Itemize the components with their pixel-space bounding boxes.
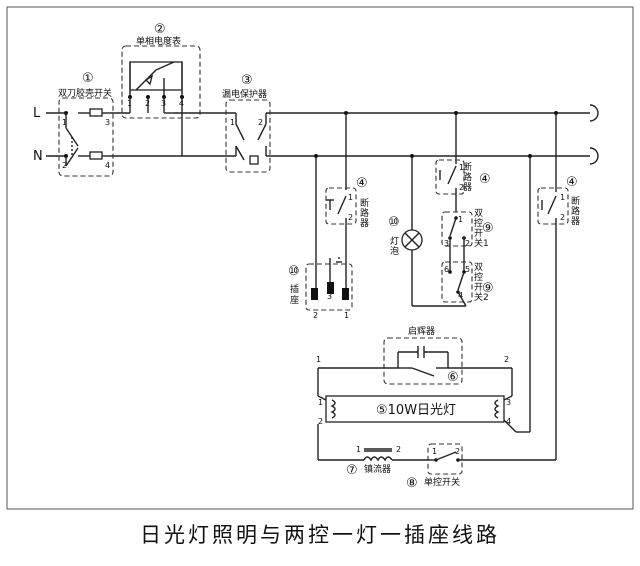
tube-pin-4: 4 bbox=[506, 417, 511, 426]
breaker-lamp-pin-2: 2 bbox=[459, 183, 464, 192]
knife-switch-pin-2: 2 bbox=[62, 161, 67, 170]
starter-pin-1: 1 bbox=[316, 355, 321, 364]
single-switch-pin-2: 2 bbox=[455, 447, 460, 456]
tube-pin-1: 1 bbox=[318, 398, 323, 407]
switch1-label-1: 双 bbox=[474, 208, 483, 219]
socket-pin-3: 3 bbox=[327, 292, 332, 301]
single-switch-label: 单控开关 bbox=[424, 476, 460, 488]
single-switch: 1 2 ⑧ 单控开关 bbox=[406, 443, 556, 491]
breaker-lamp-label-3: 器 bbox=[463, 182, 472, 193]
breaker-socket-label-2: 路 bbox=[360, 207, 369, 219]
starter-number: ⑥ bbox=[447, 370, 459, 385]
knife-switch-pin-3: 3 bbox=[105, 118, 110, 127]
meter-number: ② bbox=[154, 22, 166, 37]
single-switch-number: ⑧ bbox=[406, 476, 418, 491]
neutral-line-label: N bbox=[33, 149, 43, 164]
socket-label-1: 插 bbox=[290, 283, 299, 295]
switch2-label-1: 双 bbox=[474, 262, 483, 273]
socket: ⑩ 插 座 3 2 1 bbox=[288, 257, 353, 320]
protector-number: ③ bbox=[241, 73, 253, 88]
tube-pin-2: 2 bbox=[318, 417, 323, 426]
ballast-pin-2: 2 bbox=[396, 445, 401, 454]
breaker-lamp-number: ④ bbox=[479, 172, 491, 187]
knife-switch-pin-4: 4 bbox=[105, 161, 110, 170]
protector-pin-1: 1 bbox=[230, 118, 235, 127]
socket-label-2: 座 bbox=[290, 294, 299, 306]
fluorescent-name: 10W日光灯 bbox=[388, 403, 456, 418]
knife-switch-label: 双刀胶壳开关 bbox=[58, 87, 112, 99]
lamp-number: ⑩ bbox=[388, 215, 400, 230]
switch2-pin-5: 5 bbox=[465, 265, 470, 274]
single-switch-pin-1: 1 bbox=[432, 447, 437, 456]
switch1-pin-3: 3 bbox=[444, 239, 449, 248]
switch1-label-4: 关1 bbox=[474, 237, 489, 249]
protector-label: 漏电保护器 bbox=[222, 88, 267, 100]
electricity-meter: ② 单相电度表 1 2 3 4 bbox=[121, 22, 201, 156]
switch2-label-4: 关2 bbox=[474, 291, 489, 303]
diagram-title: 日光灯照明与两控一灯一插座线路 bbox=[140, 523, 500, 547]
socket-pin-2: 2 bbox=[313, 311, 318, 320]
live-line-label: L bbox=[33, 106, 41, 121]
switch2-label-3: 开 bbox=[474, 282, 483, 293]
switch2-pin-6: 6 bbox=[444, 265, 449, 274]
switch1-label-3: 开 bbox=[474, 228, 483, 239]
ballast-number: ⑦ bbox=[346, 463, 358, 478]
breaker-fluorescent-label-1: 断 bbox=[571, 195, 580, 207]
lamp-circuit: ④ 断 路 器 1 2 ⑩ 灯 泡 ⑨ 双 控 开 关1 1 3 2 ⑨ bbox=[388, 111, 494, 307]
breaker-socket-pin-1: 1 bbox=[348, 193, 353, 202]
switch2-number: ⑨ bbox=[482, 281, 494, 296]
ballast-pin-1: 1 bbox=[356, 445, 361, 454]
breaker-socket-label-3: 器 bbox=[360, 218, 369, 229]
socket-number: ⑩ bbox=[288, 264, 300, 279]
breaker-fluorescent-number: ④ bbox=[566, 175, 578, 190]
breaker-socket-pin-2: 2 bbox=[348, 213, 353, 222]
switch1-pin-1: 1 bbox=[458, 215, 463, 224]
starter-label: 启辉器 bbox=[408, 325, 435, 337]
starter-pin-2: 2 bbox=[504, 355, 509, 364]
neutral-line: N bbox=[33, 147, 599, 165]
fluorescent-lamp: ⑤10W日光灯 1 2 3 4 bbox=[317, 395, 530, 460]
live-line: L bbox=[33, 104, 599, 122]
breaker-fluorescent-pin-1: 1 bbox=[560, 193, 565, 202]
switch1-pin-2: 2 bbox=[465, 239, 470, 248]
starter: 启辉器 ⑥ 1 2 bbox=[316, 325, 513, 396]
breaker-fluorescent: ④ 断 路 器 1 2 bbox=[528, 111, 580, 460]
switch2-label-2: 控 bbox=[474, 271, 483, 283]
diagram-border bbox=[6, 6, 634, 510]
tube-pin-3: 3 bbox=[506, 398, 511, 407]
leakage-protector: ③ 漏电保护器 1 2 bbox=[222, 73, 271, 173]
breaker-lamp-pin-1: 1 bbox=[459, 163, 464, 172]
lamp-label-1: 灯 bbox=[390, 236, 399, 247]
breaker-socket-label-1: 断 bbox=[360, 197, 369, 209]
socket-pin-1: 1 bbox=[344, 311, 349, 320]
breaker-socket-number: ④ bbox=[356, 176, 368, 191]
breaker-socket: ④ 断 路 器 1 2 bbox=[314, 111, 369, 300]
fluorescent-number: ⑤ bbox=[376, 403, 388, 418]
breaker-fluorescent-pin-2: 2 bbox=[560, 213, 565, 222]
protector-pin-2: 2 bbox=[258, 118, 263, 127]
switch1-number: ⑨ bbox=[482, 221, 494, 236]
lamp-label-2: 泡 bbox=[390, 245, 399, 257]
meter-label: 单相电度表 bbox=[136, 35, 181, 47]
breaker-fluorescent-label-2: 路 bbox=[571, 205, 580, 217]
breaker-lamp-label-2: 路 bbox=[463, 171, 472, 183]
knife-switch-pin-1: 1 bbox=[62, 118, 67, 127]
switch1-label-2: 控 bbox=[474, 217, 483, 229]
knife-switch: ① 双刀胶壳开关 1 2 3 4 bbox=[58, 71, 114, 177]
breaker-lamp-label-1: 断 bbox=[463, 161, 472, 173]
ballast-label: 镇流器 bbox=[364, 463, 391, 475]
knife-switch-number: ① bbox=[82, 71, 94, 86]
breaker-fluorescent-label-3: 器 bbox=[571, 216, 580, 227]
ballast: 1 2 ⑦ 镇流器 bbox=[318, 445, 430, 478]
fluorescent-label: ⑤10W日光灯 bbox=[376, 403, 456, 418]
